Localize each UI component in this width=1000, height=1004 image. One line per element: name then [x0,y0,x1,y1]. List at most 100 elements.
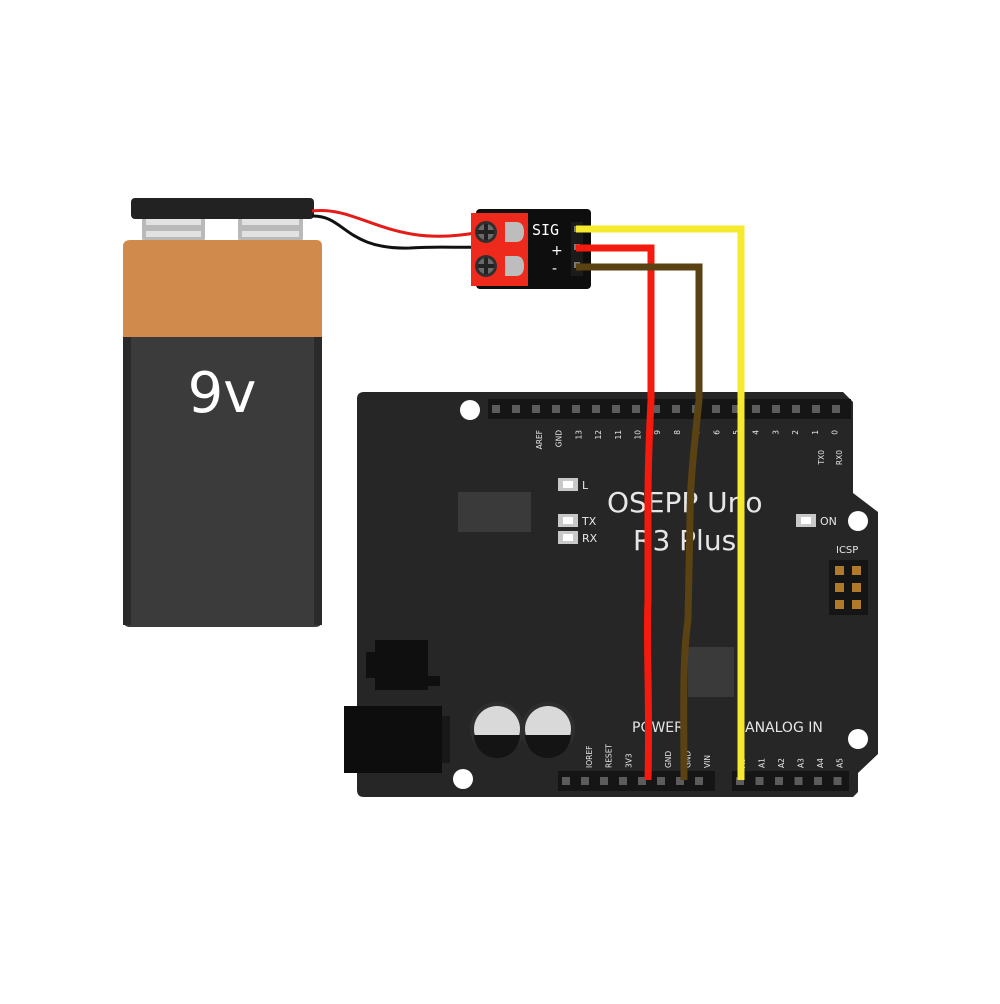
digital-pin-label: 9 [653,430,662,435]
battery-terminal-negative [142,214,205,242]
plus-label: + [551,243,563,259]
battery-negative-wire [311,214,481,250]
header-pin [592,405,600,413]
dc-barrel-jack [344,706,450,773]
serial-pin-label: TX0 [817,450,826,466]
header-pin [581,777,589,785]
icsp-pin [852,600,861,609]
mounting-hole [453,769,473,789]
battery-label: 9v [188,361,257,426]
power-pin-label: 3V3 [624,753,633,768]
header-pin [638,777,646,785]
header-pin [752,405,760,413]
led-l: L [558,478,589,492]
led-tx-label: TX [581,515,597,528]
led-rx-label: RX [582,532,598,545]
header-pin [712,405,720,413]
icsp-label: ICSP [836,545,858,556]
header-pin [832,405,840,413]
voltage-sensor-module: SIG + - [471,209,591,289]
power-pin-label: IOREF [585,746,594,768]
header-pin [562,777,570,785]
header-pin [833,777,842,785]
board-name-line1: OSEPP Uno [607,486,763,519]
ground-wire [576,263,703,781]
chip [688,647,734,697]
mounting-hole [460,400,480,420]
digital-pin-label: GND [555,430,564,447]
digital-pin-label: 8 [673,430,682,435]
icsp-pin [835,600,844,609]
digital-pin-label: 6 [712,430,721,435]
led-on-label: ON [820,515,837,528]
header-pin [552,405,560,413]
header-pin [755,777,764,785]
header-pin [532,405,540,413]
power-wire [576,244,655,781]
power-section-label: POWER [632,720,684,736]
icsp-pin [835,583,844,592]
header-pin [792,405,800,413]
power-pin-label: VIN [703,755,712,768]
analog-pin-label: A2 [777,758,786,768]
header-pin [492,405,500,413]
digital-pin-label: AREF [535,430,544,449]
header-pin [672,405,680,413]
digital-pin-label: 0 [831,430,840,435]
power-header [558,771,715,791]
icsp-header: ICSP [829,545,868,615]
analog-pin-label: A1 [758,758,767,768]
header-pin [814,777,822,785]
digital-pin-label: 4 [752,430,761,435]
header-pin [695,777,703,785]
header-pin [652,405,660,413]
analog-header [732,771,849,791]
capacitor [470,702,524,758]
header-pin [676,777,684,785]
header-pin [600,777,608,785]
mounting-hole [848,511,868,531]
led-rx: RX [558,531,598,545]
digital-header [488,399,851,419]
capacitor [521,702,575,758]
header-pin [732,405,740,413]
usb-chip [458,492,531,532]
battery-top [123,240,322,337]
analog-section-label: ANALOG IN [745,720,823,736]
led-on: ON [796,514,837,528]
power-pin-label: GND [664,751,673,768]
header-pin [512,405,520,413]
header-pin [619,777,627,785]
header-pin [772,405,780,413]
icsp-pin [835,566,844,575]
digital-pin-label: 2 [791,430,800,435]
mounting-hole [848,729,868,749]
digital-pin-label: 5 [732,430,741,435]
digital-pin-label: 11 [614,430,623,440]
sig-label: SIG [532,221,559,239]
header-pin [736,777,744,785]
jumper-wires [576,225,745,781]
led-tx: TX [558,514,597,528]
header-pin [775,777,783,785]
analog-pin-label: A3 [797,758,806,768]
battery-terminal-positive [238,214,303,242]
screw-terminal [475,221,497,243]
battery-positive-wire [311,208,481,238]
digital-pin-label: 10 [634,430,643,440]
digital-pin-label: 3 [771,430,780,435]
power-pin-label: RESET [605,744,614,768]
analog-pin-label: A5 [836,758,845,768]
header-pin [632,405,640,413]
minus-label: - [552,261,557,277]
icsp-pin [852,566,861,575]
header-pin [657,777,665,785]
power-pin-label: GND [684,751,693,768]
header-pin [812,405,820,413]
icsp-pin [852,583,861,592]
battery-9v: 9v [123,198,322,627]
